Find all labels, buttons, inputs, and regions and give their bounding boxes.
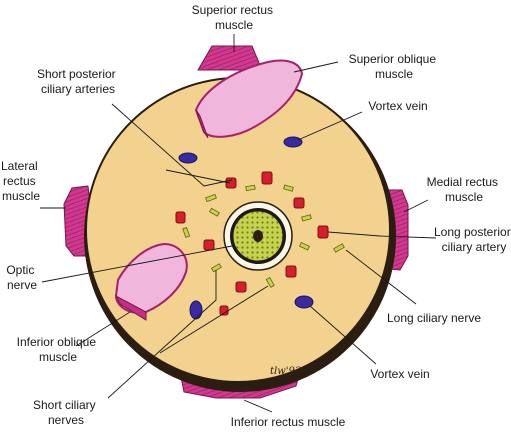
short-posterior-ciliary-arteries [175,171,329,316]
long-posterior-ciliary-artery-leader [327,231,437,239]
inferior-oblique-leader [75,311,131,347]
label-lateral-rectus: Lateral rectus muscle [1,159,41,203]
vortex-vein-lower-left [189,300,203,320]
label-inferior-rectus: Inferior rectus muscle [231,415,346,429]
short-ciliary-nerves-leader [107,270,217,399]
vortex-vein-lower-leader [309,305,377,365]
short-posterior-ciliary-arteries-leader [111,103,233,187]
long-ciliary-nerve-leader [345,249,417,305]
label-vortex-vein-lower: Vortex vein [370,367,429,381]
vortex-vein-lower-right [294,295,314,309]
long-posterior-ciliary-artery-vessel [317,225,329,239]
superior-oblique-muscle [194,59,304,139]
central-retinal-vessel [253,230,263,242]
inferior-rectus-leader [243,399,273,413]
superior-rectus-muscle-stub [197,45,263,71]
label-superior-oblique: Superior oblique muscle [349,52,440,81]
artist-signature: tlw'93 [270,366,301,377]
label-short-posterior-ciliary-arteries: Short posterior ciliary arteries [37,67,119,96]
vortex-vein-upper-right [283,136,303,148]
optic-nerve-leader [41,245,233,283]
vortex-veins [178,136,314,320]
label-vortex-vein-upper: Vortex vein [368,99,427,113]
label-medial-rectus: Medial rectus muscle [427,175,502,204]
label-superior-rectus: Superior rectus muscle [192,3,277,32]
label-short-ciliary-nerves: Short ciliary nerves [33,398,99,427]
optic-nerve [223,201,293,271]
label-long-posterior-ciliary-artery: Long posterior ciliary artery [434,225,511,254]
label-long-ciliary-nerve: Long ciliary nerve [387,311,481,325]
vortex-vein-upper-leader [297,111,363,141]
vortex-vein-upper-left [178,152,198,164]
long-ciliary-nerve-vessel [333,243,345,253]
labels: Superior rectus muscle Superior oblique … [1,3,511,429]
short-ciliary-nerves-leader-2 [159,285,269,354]
medial-rectus-leader [403,199,429,213]
ciliary-nerves [182,184,345,288]
short-posterior-ciliary-arteries-leader-2 [165,169,231,184]
label-inferior-oblique: Inferior oblique muscle [17,335,100,364]
inferior-oblique-muscle [114,242,188,321]
superior-oblique-leader [293,61,339,73]
leader-lines [40,34,437,413]
label-optic-nerve: Optic nerve [6,263,37,292]
